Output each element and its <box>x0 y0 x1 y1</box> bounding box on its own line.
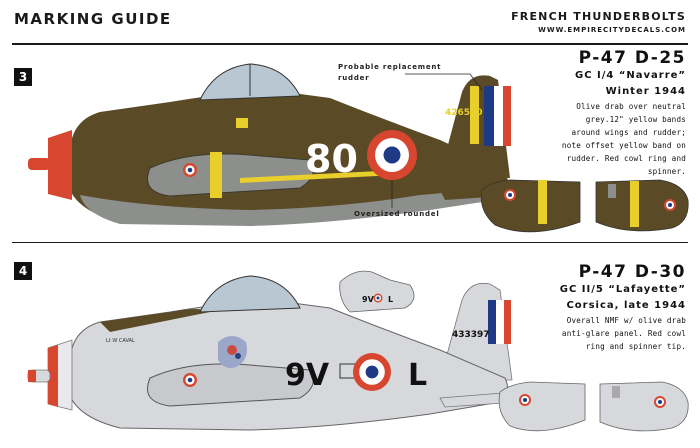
profile-3-model: P-47 D-25 <box>578 48 686 68</box>
website-url[interactable]: WWW.EMPIRECITYDECALS.COM <box>538 26 686 34</box>
profile-4-description: Overall NMF w/ olive drab anti-glare pan… <box>561 316 686 351</box>
p47-d25-side-profile: 80 426520 <box>28 63 518 226</box>
header-right: FRENCH THUNDERBOLTS WWW.EMPIRECITYDECALS… <box>511 10 686 34</box>
series-title: FRENCH THUNDERBOLTS <box>511 10 686 23</box>
profile-3-info: P-47 D-25 GC I/4 “Navarre” Winter 1944 O… <box>562 48 686 178</box>
fuselage-code-9v: 9V <box>285 358 330 393</box>
profile-4-model: P-47 D-30 <box>578 262 686 282</box>
profile-4-unit: GC II/5 “Lafayette” <box>559 284 686 295</box>
nose-art-text: Lt W CAVAL <box>106 338 135 344</box>
guide-title: MARKING GUIDE <box>14 10 172 28</box>
profile-3-unit: GC I/4 “Navarre” <box>574 70 686 81</box>
profile-number-4: 4 <box>14 262 32 280</box>
serial-426520: 426520 <box>445 108 483 118</box>
profile-4-info: P-47 D-30 GC II/5 “Lafayette” Corsica, l… <box>560 262 686 353</box>
p47-d30-small-profile: 9V L <box>339 270 415 313</box>
profile-3-description: Olive drab over neutral grey.12" yellow … <box>561 102 686 176</box>
profile-4-location: Corsica, late 1944 <box>566 300 686 311</box>
callout-roundel: Oversized roundel <box>354 210 440 218</box>
profile-number-3: 3 <box>14 68 32 86</box>
callout-rudder: Probable replacement rudder <box>338 63 442 82</box>
profile-3-season: Winter 1944 <box>605 86 686 97</box>
p47-d30-left-wingtip <box>498 381 586 432</box>
section-divider <box>12 242 688 243</box>
p47-d30-side-profile: Lt W CAVAL 9V L 433397 <box>27 275 519 431</box>
p47-d25-right-wingtip <box>595 179 689 232</box>
serial-433397: 433397 <box>452 330 490 340</box>
p47-d25-left-wingtip <box>480 179 581 233</box>
fuselage-code-80: 80 <box>305 137 358 181</box>
fuselage-code-l: L <box>408 358 427 393</box>
svg-text:9V: 9V <box>362 295 375 304</box>
header-rule <box>12 43 688 45</box>
p47-d30-right-wingtip <box>599 381 689 432</box>
nose-art-emblem <box>218 336 247 368</box>
svg-text:L: L <box>388 295 393 304</box>
